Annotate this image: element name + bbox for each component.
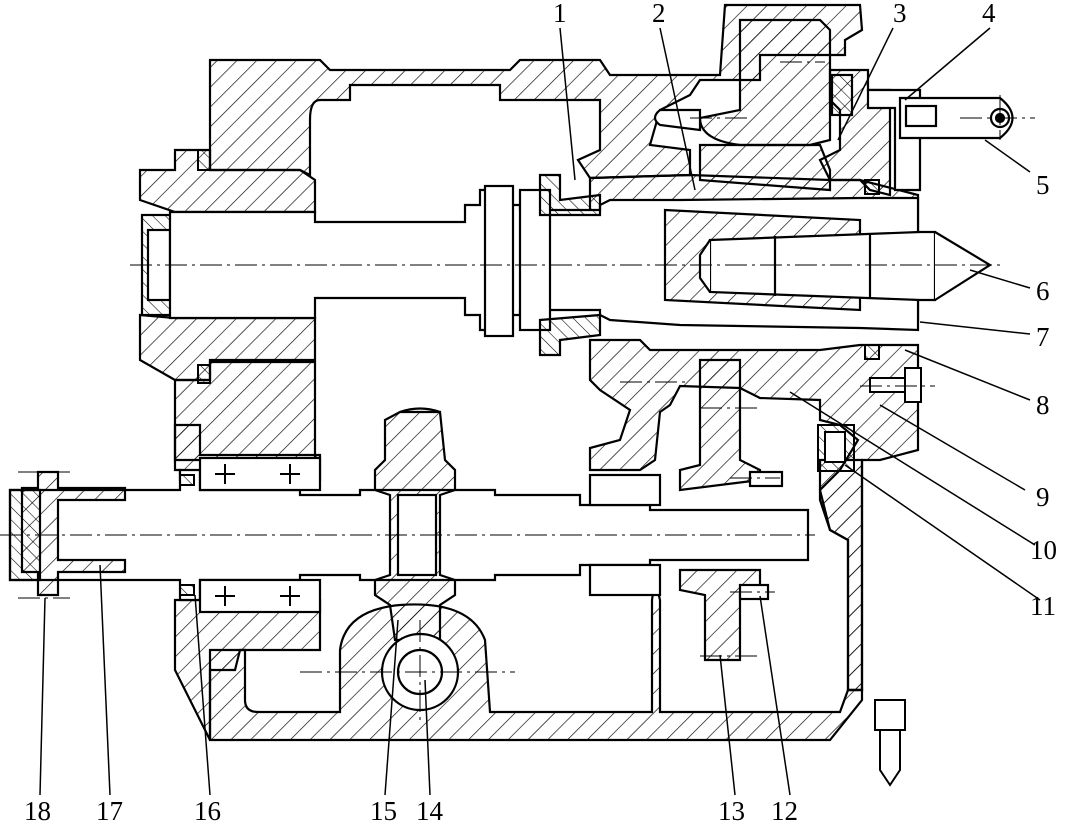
callout-8: 8: [1036, 390, 1050, 420]
callout-16: 16: [194, 796, 221, 826]
center-point: [934, 231, 993, 301]
callout-1: 1: [553, 0, 567, 28]
callout-7: 7: [1036, 322, 1050, 352]
callout-9: 9: [1036, 482, 1050, 512]
callout-17: 17: [96, 796, 123, 826]
callout-12: 12: [771, 796, 798, 826]
center-lines: [0, 61, 1035, 720]
coupling-flange: [20, 470, 127, 597]
callout-18: 18: [24, 796, 51, 826]
callout-3: 3: [893, 0, 907, 28]
housing-right-side: [818, 458, 864, 692]
callout-15: 15: [370, 796, 397, 826]
callout-14: 14: [416, 796, 443, 826]
callout-13: 13: [718, 796, 745, 826]
callout-6: 6: [1036, 276, 1050, 306]
lower-shaft-assembly: [8, 358, 810, 712]
drain-plug: [874, 699, 906, 787]
callout-10: 10: [1030, 535, 1057, 565]
intermediate-gear: [698, 143, 832, 192]
right-bearing-lower: [588, 563, 662, 597]
callout-4: 4: [982, 0, 996, 28]
callout-2: 2: [652, 0, 666, 28]
callout-11: 11: [1030, 591, 1056, 621]
leader-lines: [39, 27, 1041, 796]
housing-top-wall: [208, 3, 864, 180]
right-bearing-upper: [588, 473, 662, 507]
screw-8: [869, 367, 922, 403]
spindle-collar: [483, 184, 515, 338]
top-right-gears: [653, 18, 1014, 192]
spindle-assembly: [140, 173, 993, 357]
callout-5: 5: [1036, 170, 1050, 200]
upper-gear: [698, 18, 832, 147]
live-center: [708, 230, 937, 302]
seal-ring-3: [830, 73, 854, 117]
seals: [179, 149, 880, 596]
